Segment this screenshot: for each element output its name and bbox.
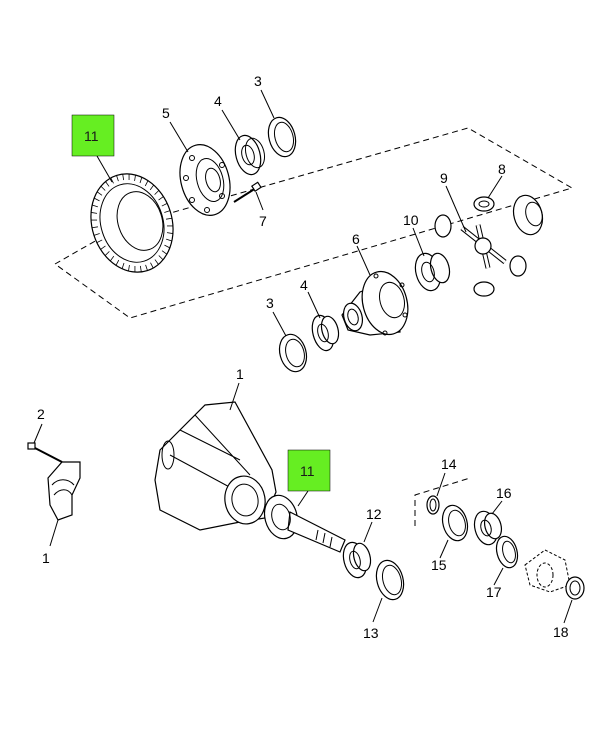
callout-5: 5 <box>162 105 170 121</box>
lower-group-dashed-bracket <box>414 477 471 526</box>
pinion-gear-right[interactable] <box>509 255 527 277</box>
pinion-gear-left[interactable] <box>434 214 452 238</box>
bearing-cap[interactable] <box>47 461 81 521</box>
bearing-cup-mid[interactable] <box>276 331 311 374</box>
callout-10: 10 <box>403 212 419 228</box>
yoke-phantom <box>524 549 571 593</box>
bearing-cone-top[interactable] <box>231 133 267 178</box>
rear-bearing[interactable] <box>471 509 504 548</box>
highlight-box-11-mid <box>287 449 331 492</box>
side-gear-right[interactable] <box>509 192 546 238</box>
snap-ring[interactable] <box>426 495 440 515</box>
callout-17: 17 <box>486 584 502 600</box>
cap-bolt[interactable] <box>27 442 63 463</box>
ring-gear[interactable] <box>79 163 186 283</box>
spacer-ring[interactable] <box>439 503 471 544</box>
differential-case[interactable] <box>341 266 415 339</box>
callout-2: 2 <box>37 406 45 422</box>
callout-7: 7 <box>259 213 267 229</box>
callout-8: 8 <box>498 161 506 177</box>
callout-1-bottom: 1 <box>42 550 50 566</box>
callout-4-top: 4 <box>214 93 222 109</box>
differential-case-half[interactable] <box>173 139 238 221</box>
callout-1-top: 1 <box>236 366 244 382</box>
bolt[interactable] <box>233 181 262 203</box>
callout-6: 6 <box>352 231 360 247</box>
callout-3-top: 3 <box>254 73 262 89</box>
oil-seal[interactable] <box>493 534 521 570</box>
pinion-gear-bottom[interactable] <box>473 281 495 297</box>
callout-18: 18 <box>553 624 569 640</box>
side-gear[interactable] <box>411 251 452 294</box>
pinion-nut[interactable] <box>565 576 585 600</box>
highlight-box-11-top <box>71 114 115 157</box>
callout-14: 14 <box>441 456 457 472</box>
carrier-housing[interactable] <box>154 401 277 531</box>
callout-12: 12 <box>366 506 382 522</box>
callout-9: 9 <box>440 170 448 186</box>
bearing-cup-top[interactable] <box>264 114 299 159</box>
callout-16: 16 <box>496 485 512 501</box>
callout-15: 15 <box>431 557 447 573</box>
drive-pinion[interactable] <box>260 492 346 553</box>
pinion-bearing-cup[interactable] <box>372 557 407 602</box>
bearing-cone-mid[interactable] <box>309 313 342 353</box>
pinion-bearing-cone[interactable] <box>340 540 374 580</box>
pinion-gear-top[interactable] <box>473 196 495 212</box>
callout-11-top: 11 <box>84 128 99 144</box>
callout-13: 13 <box>363 625 379 641</box>
callout-4-mid: 4 <box>300 277 308 293</box>
callout-11-mid: 11 <box>300 463 315 479</box>
spider-cross[interactable] <box>460 224 507 269</box>
leader-lines <box>33 89 573 624</box>
callout-3-mid: 3 <box>266 295 274 311</box>
